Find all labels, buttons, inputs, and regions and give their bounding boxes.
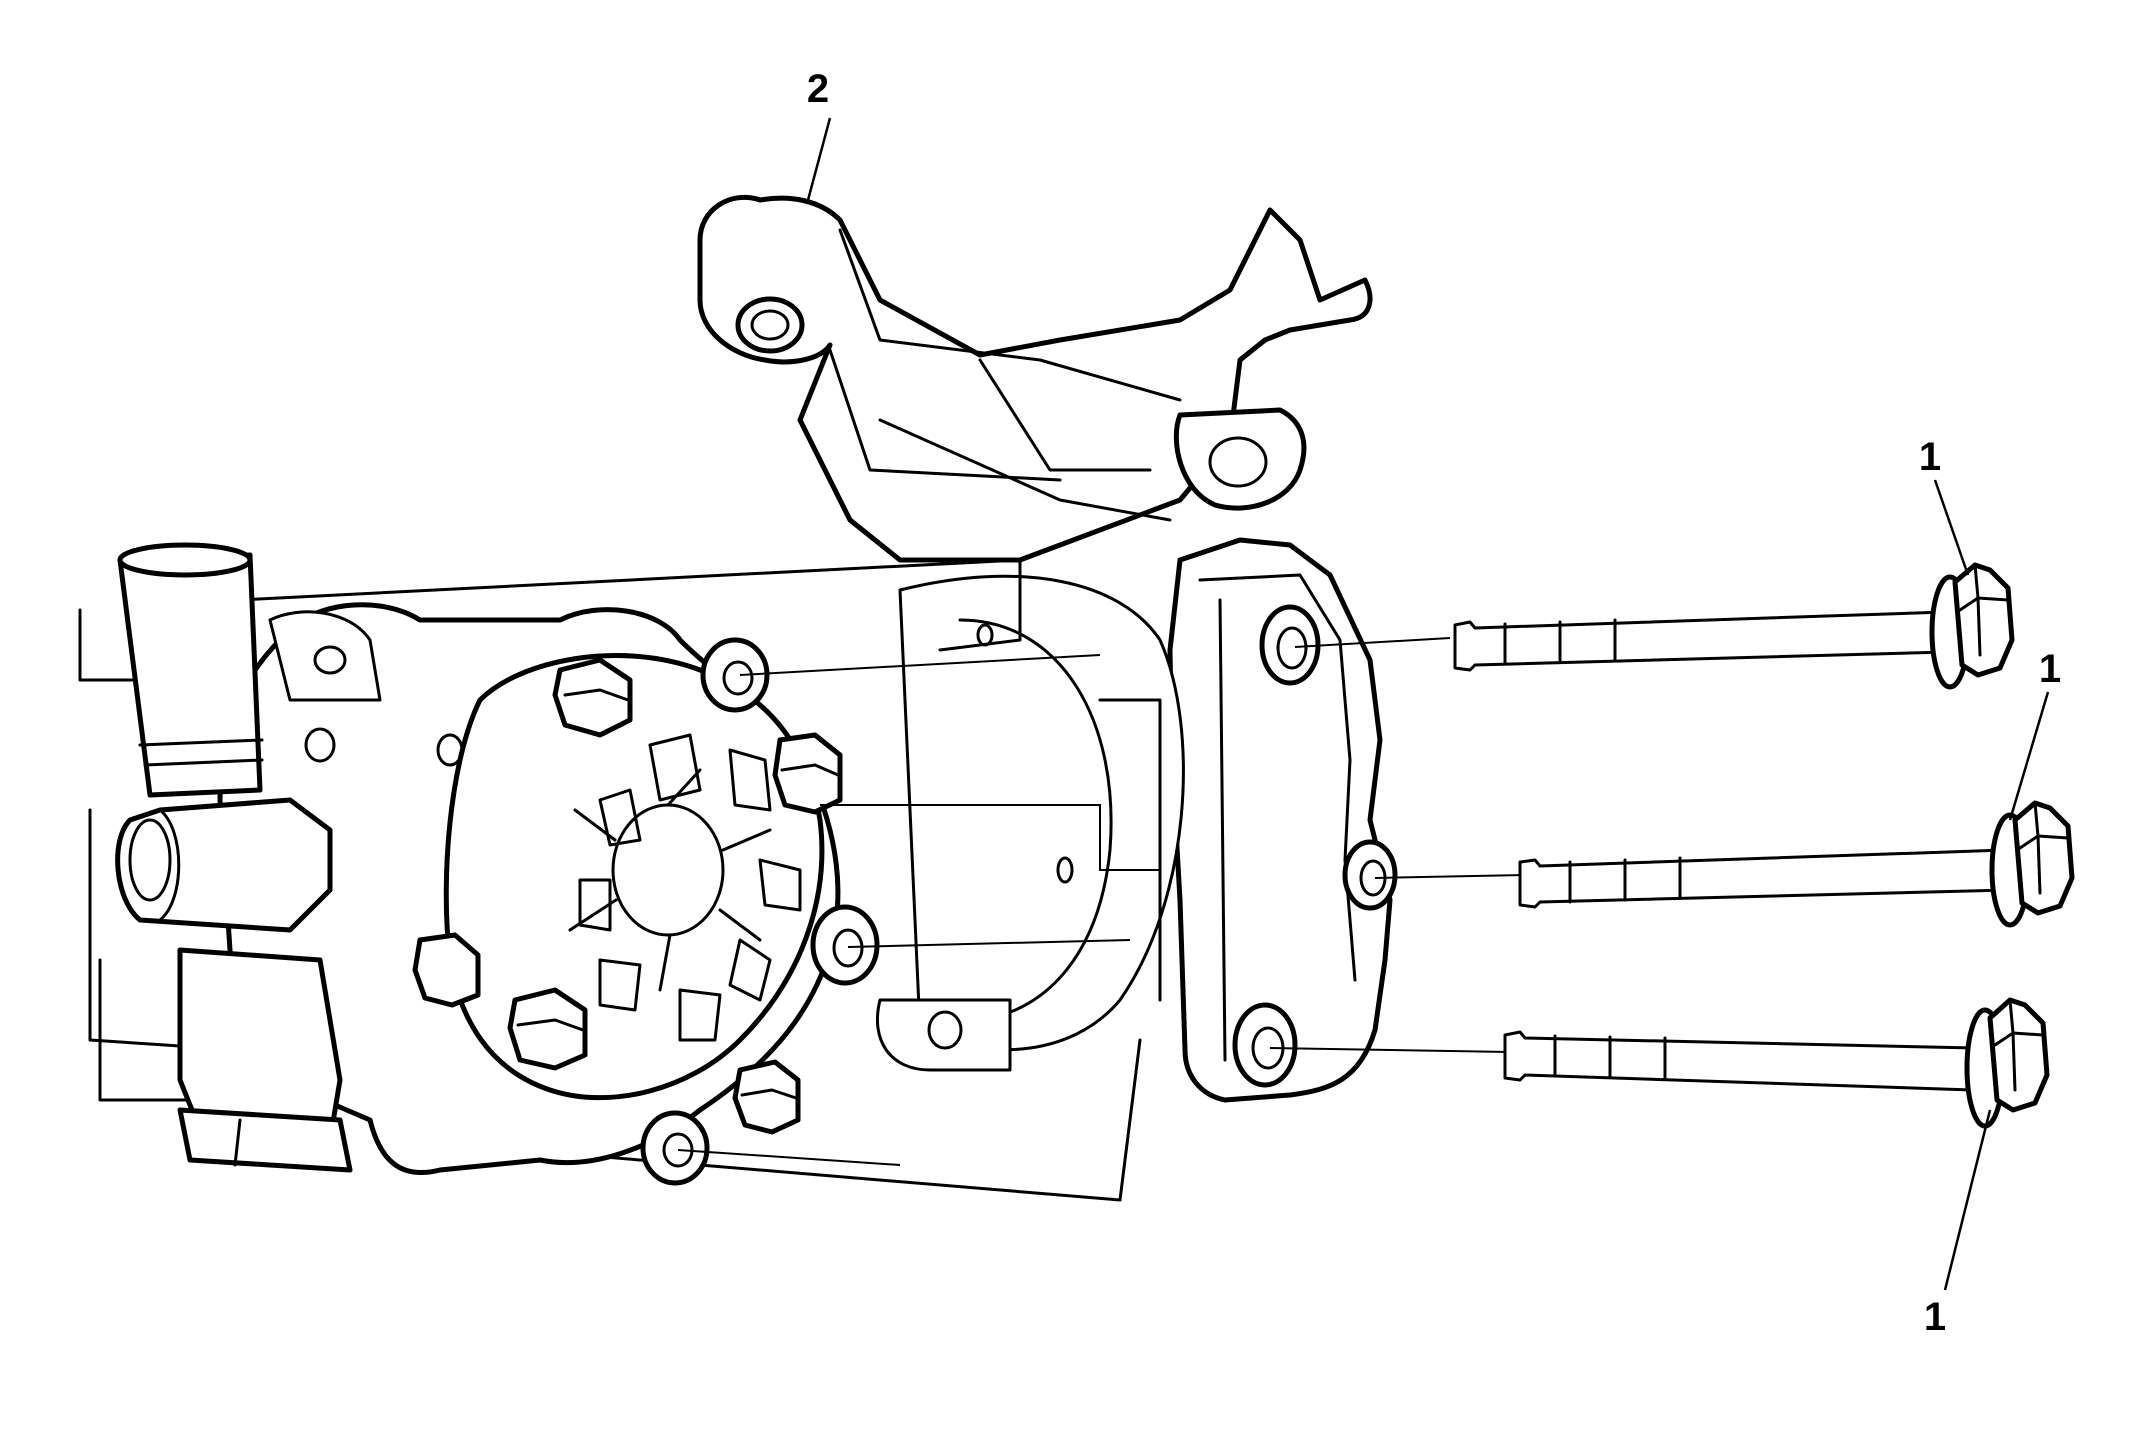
alignment-lines [677,637,1526,1166]
callout-bolt-middle: 1 [2039,647,2061,691]
leader-lines [806,117,2050,1291]
bolt-middle [1518,800,2075,928]
callout-bolt-top: 1 [1919,435,1941,479]
pump-cover-bolt [412,932,481,1008]
pump-cover-bolt [552,657,633,738]
mounting-plate [1167,537,1398,1103]
power-steering-pump [78,542,1142,1202]
mounting-bracket [697,194,1373,563]
pump-cover-bolt [732,1059,801,1135]
bolt-top [1453,562,2015,690]
pump-cover-bolt [772,732,843,815]
pump-cover-bolt [507,987,588,1071]
bolt-bottom [1503,997,2050,1129]
pump-rear-housing [875,574,1185,1072]
callout-bracket: 2 [807,67,829,111]
callout-bolt-bottom: 1 [1924,1295,1946,1339]
